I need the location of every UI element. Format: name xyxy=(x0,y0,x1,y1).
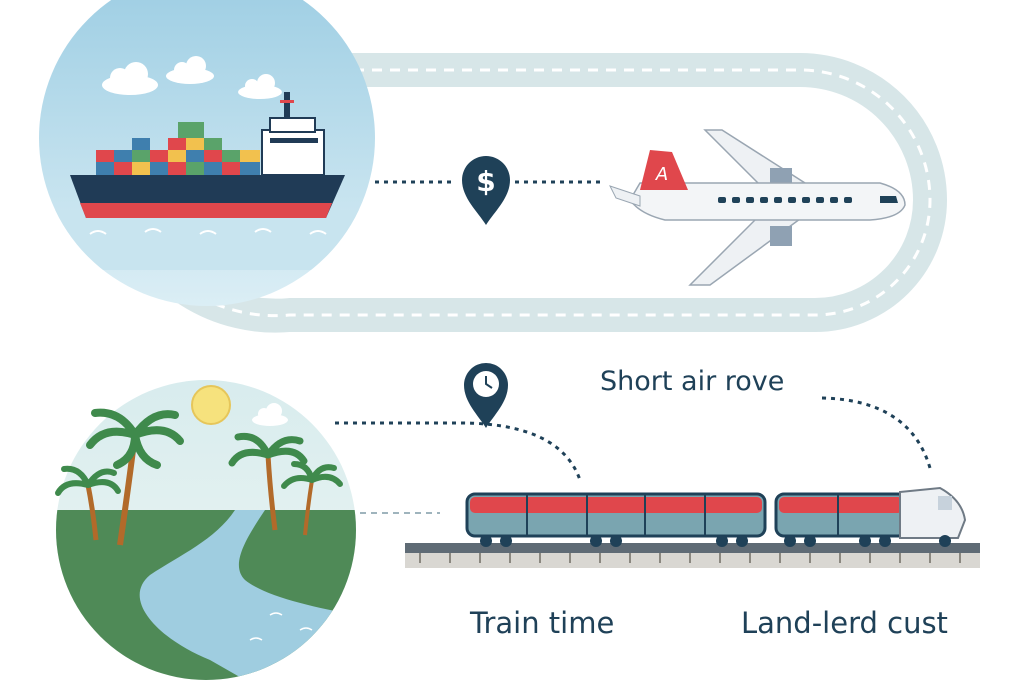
cargo-ship-icon xyxy=(70,92,345,218)
air-route-connector xyxy=(821,396,932,469)
short-air-route-label: Short air rove xyxy=(600,366,785,397)
clock-pin-icon xyxy=(464,363,508,428)
train-time-label: Train time xyxy=(470,606,615,640)
cloud-icon xyxy=(102,56,282,99)
dollar-pin-icon: $ xyxy=(462,156,510,225)
airline-tail-letter: A xyxy=(655,164,668,185)
palm-tree-icon xyxy=(55,408,343,546)
time-connector xyxy=(335,421,582,481)
tropical-land-scene xyxy=(55,380,356,680)
airplane-icon: A xyxy=(609,129,906,286)
svg-text:$: $ xyxy=(476,165,495,198)
train-icon xyxy=(405,486,980,568)
ship-scene xyxy=(39,0,375,306)
cloud-icon xyxy=(252,403,288,426)
sun-icon xyxy=(191,385,231,425)
land-cost-label: Land-lerd cust xyxy=(741,606,948,640)
